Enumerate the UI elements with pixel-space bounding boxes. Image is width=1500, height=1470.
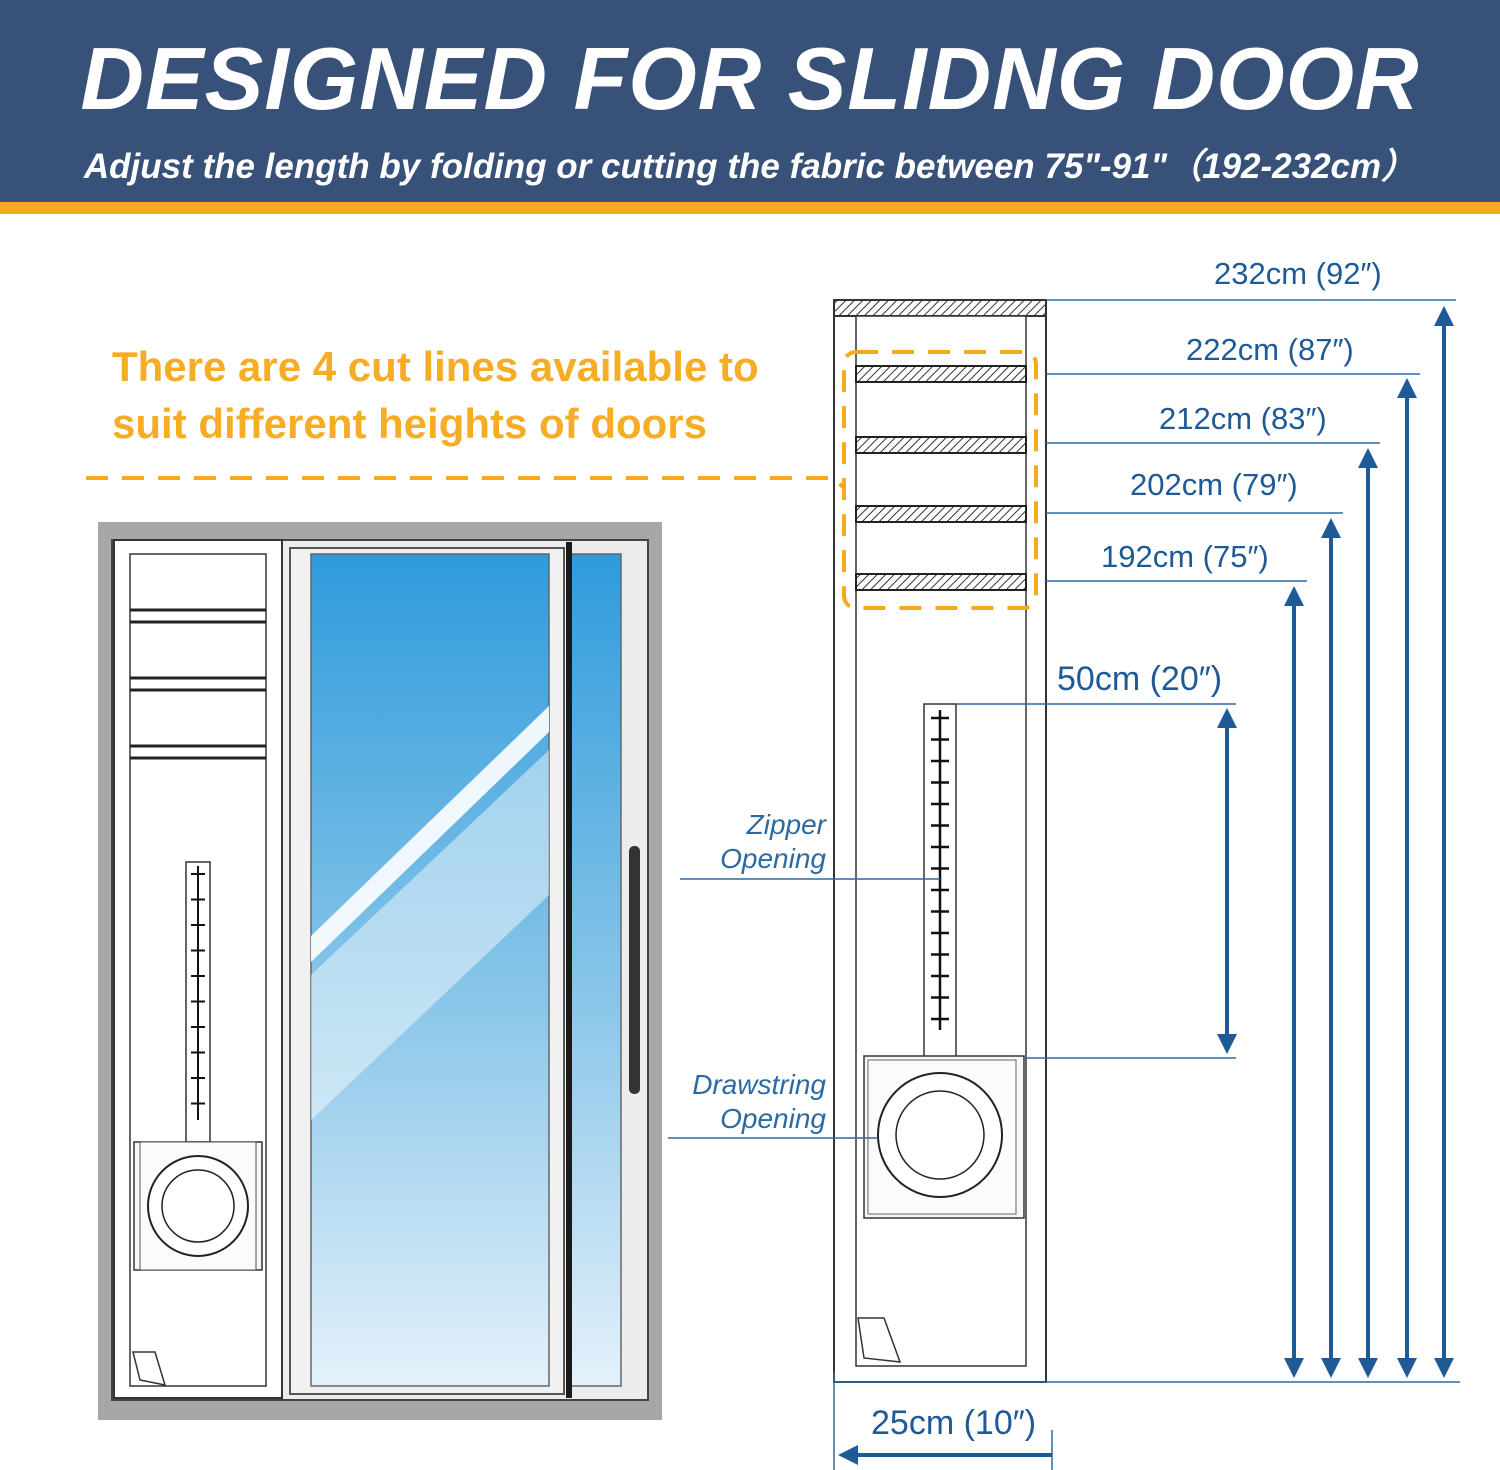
height-label-222: 222cm (87″)	[1186, 332, 1354, 367]
height-label-232: 232cm (92″)	[1214, 256, 1382, 291]
page-title: DESIGNED FOR SLIDNG DOOR	[80, 29, 1420, 128]
cut-lines-note-line1: There are 4 cut lines available to	[112, 343, 759, 390]
height-label-192: 192cm (75″)	[1101, 539, 1269, 574]
height-label-212: 212cm (83″)	[1159, 401, 1327, 436]
seal-panel-illustration	[833, 299, 1047, 1383]
drawstring-callout-line2: Opening	[720, 1103, 826, 1134]
drawstring-callout-line1: Drawstring	[692, 1069, 826, 1100]
header-banner	[0, 0, 1500, 202]
zipper-opening-callout: Zipper Opening	[640, 808, 826, 876]
zipper-callout-line2: Opening	[720, 843, 826, 874]
cut-lines-note: There are 4 cut lines available to suit …	[112, 338, 832, 452]
width-label: 25cm (10″)	[871, 1404, 1037, 1442]
dimension-lines	[668, 299, 1460, 1470]
cut-lines-highlight	[86, 350, 1038, 610]
height-label-202: 202cm (79″)	[1130, 467, 1298, 502]
sliding-door-illustration	[98, 522, 662, 1420]
header-accent-stripe	[0, 202, 1500, 214]
zipper-length-label: 50cm (20″)	[1057, 660, 1223, 698]
page-subtitle: Adjust the length by folding or cutting …	[83, 147, 1417, 186]
cut-lines-note-line2: suit different heights of doors	[112, 400, 707, 447]
drawstring-opening-callout: Drawstring Opening	[620, 1068, 826, 1136]
zipper-callout-line1: Zipper	[746, 809, 826, 840]
